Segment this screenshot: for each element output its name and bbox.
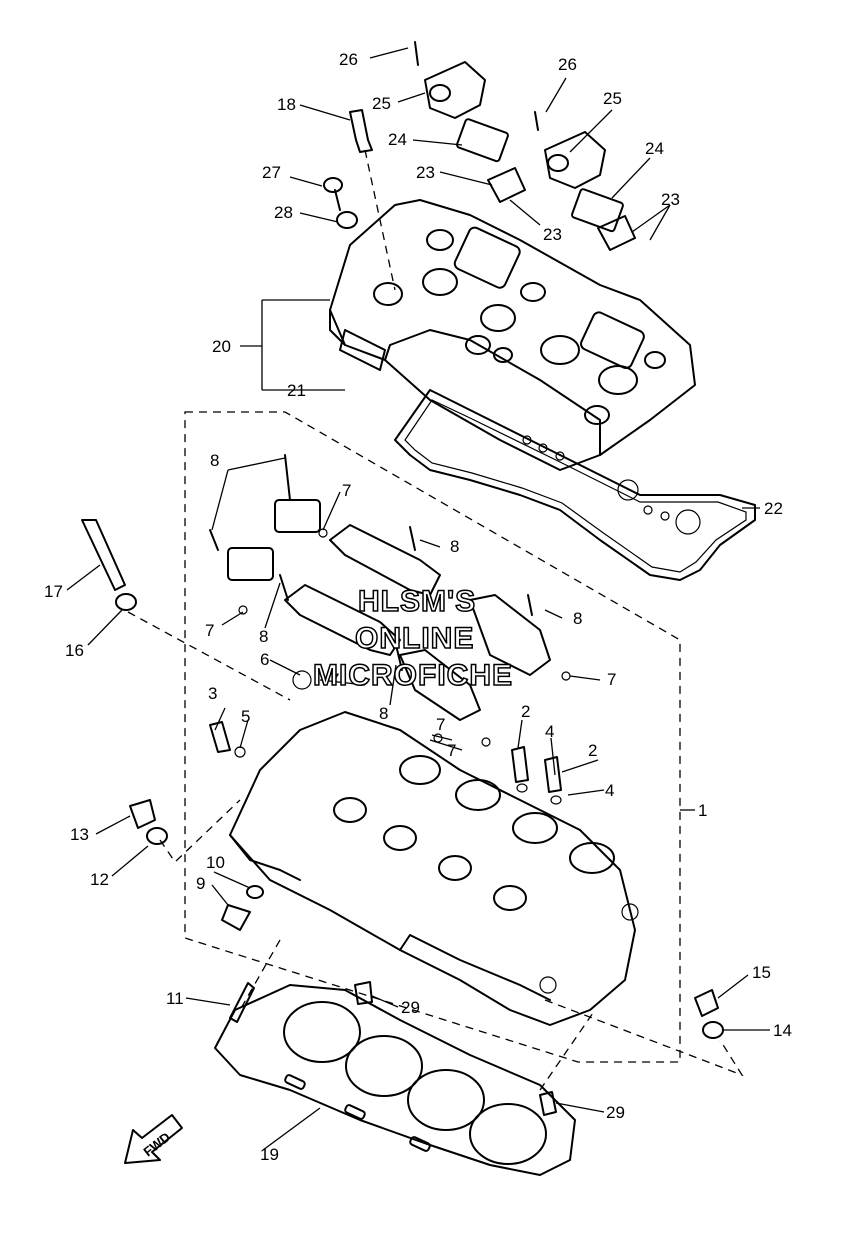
callout-10: 10	[206, 853, 225, 872]
callout-1: 1	[698, 801, 707, 820]
callout-19: 19	[260, 1145, 279, 1164]
callout-numbers: 1 2 2 3 4 4 5 6 7 7 7 7 7 7 8 8 8 8 8 9 …	[44, 50, 792, 1164]
callout-28: 28	[274, 203, 293, 222]
callout-23b: 23	[543, 225, 562, 244]
callout-7c: 7	[607, 670, 616, 689]
callout-12: 12	[90, 870, 109, 889]
watermark-line-3: MICROFICHE	[313, 659, 513, 692]
callout-4a: 4	[545, 722, 554, 741]
callout-7f: 7	[447, 741, 456, 760]
callout-2a: 2	[521, 702, 530, 721]
callout-25a: 25	[372, 94, 391, 113]
callout-7a: 7	[342, 481, 351, 500]
callout-15: 15	[752, 963, 771, 982]
watermark: HLSM'S ONLINE MICROFICHE	[312, 584, 513, 693]
callout-8d: 8	[573, 609, 582, 628]
callout-27: 27	[262, 163, 281, 182]
callout-7b: 7	[205, 621, 214, 640]
callout-26a: 26	[339, 50, 358, 69]
cylinder-head-gasket	[214, 984, 576, 1176]
callout-29a: 29	[401, 998, 420, 1017]
callout-6: 6	[260, 650, 269, 669]
callout-3: 3	[208, 684, 217, 703]
callout-5: 5	[241, 707, 250, 726]
callout-7e: 7	[436, 715, 445, 734]
fwd-arrow-icon: FWD	[124, 1114, 183, 1164]
spark-plug-and-fasteners	[323, 109, 396, 371]
fwd-label: FWD	[140, 1129, 173, 1159]
callout-11: 11	[166, 989, 184, 1008]
cylinder-head-cover	[329, 199, 696, 471]
air-cut-valve-parts	[414, 41, 636, 251]
assembly-dashed-outline	[184, 411, 681, 1063]
callout-7d: 7	[330, 670, 339, 689]
callout-24b: 24	[645, 139, 664, 158]
callout-13: 13	[70, 825, 89, 844]
callout-18: 18	[277, 95, 296, 114]
callout-16: 16	[65, 641, 84, 660]
callout-26b: 26	[558, 55, 577, 74]
callout-24a: 24	[388, 130, 407, 149]
callout-8e: 8	[379, 704, 388, 723]
callout-29b: 29	[606, 1103, 625, 1122]
callout-22: 22	[764, 499, 783, 518]
cylinder-head	[229, 711, 639, 1026]
callout-2b: 2	[588, 741, 597, 760]
callout-20: 20	[212, 337, 231, 356]
head-cover-gasket	[394, 389, 756, 581]
watermark-line-1: HLSM'S	[358, 585, 476, 618]
misc-fasteners	[81, 519, 724, 1116]
callout-21: 21	[287, 381, 306, 400]
callout-4b: 4	[605, 781, 614, 800]
callout-8a: 8	[210, 451, 219, 470]
callout-8b: 8	[450, 537, 459, 556]
callout-23a: 23	[416, 163, 435, 182]
callout-14: 14	[773, 1021, 792, 1040]
callout-leader-lines	[66, 47, 770, 1151]
callout-17: 17	[44, 582, 63, 601]
callout-9: 9	[196, 874, 205, 893]
callout-8c: 8	[259, 627, 268, 646]
callout-25b: 25	[603, 89, 622, 108]
watermark-line-2: ONLINE	[355, 622, 474, 655]
callout-23c: 23	[661, 190, 680, 209]
